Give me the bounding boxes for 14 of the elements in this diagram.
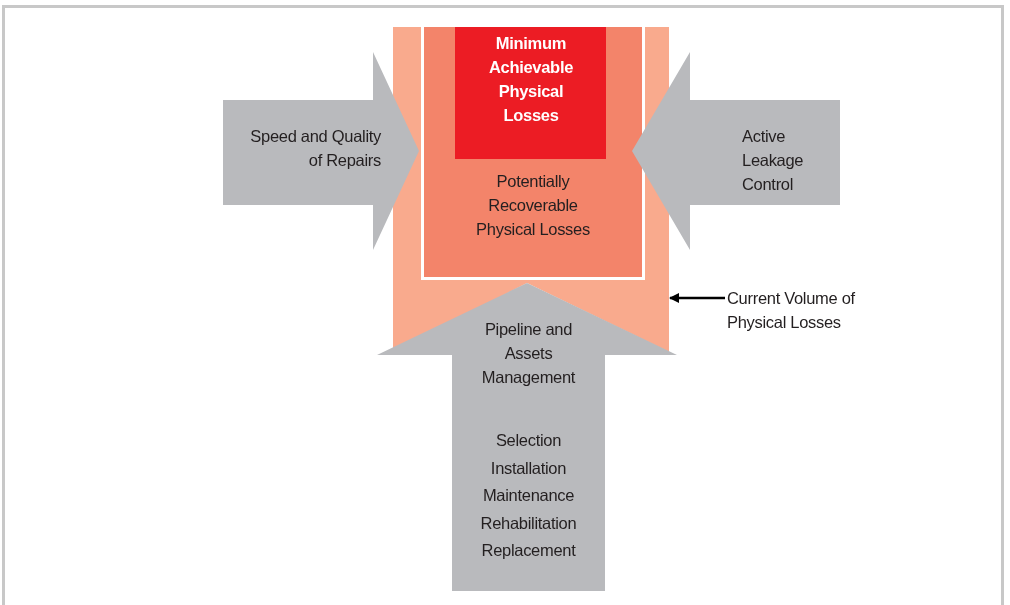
callout-label: Current Volume of Physical Losses bbox=[727, 288, 856, 333]
arrow-label: Pipeline and Assets Management bbox=[480, 319, 577, 388]
node-label: Active Leakage Control bbox=[742, 126, 805, 195]
list-item: Selection bbox=[494, 430, 563, 451]
node-label: Minimum Achievable Physical Losses bbox=[487, 33, 575, 126]
node-label: Potentially Recoverable Physical Losses bbox=[475, 171, 591, 240]
list-item: Replacement bbox=[480, 540, 577, 561]
list-item: Rehabilitation bbox=[479, 512, 578, 534]
list-item: Installation bbox=[489, 457, 568, 479]
node-label: Speed and Quality of Repairs bbox=[249, 126, 381, 171]
loss-box bbox=[455, 27, 606, 159]
list-item: Maintenance bbox=[481, 485, 576, 506]
arrow bbox=[669, 293, 725, 303]
loss-box bbox=[421, 27, 645, 280]
